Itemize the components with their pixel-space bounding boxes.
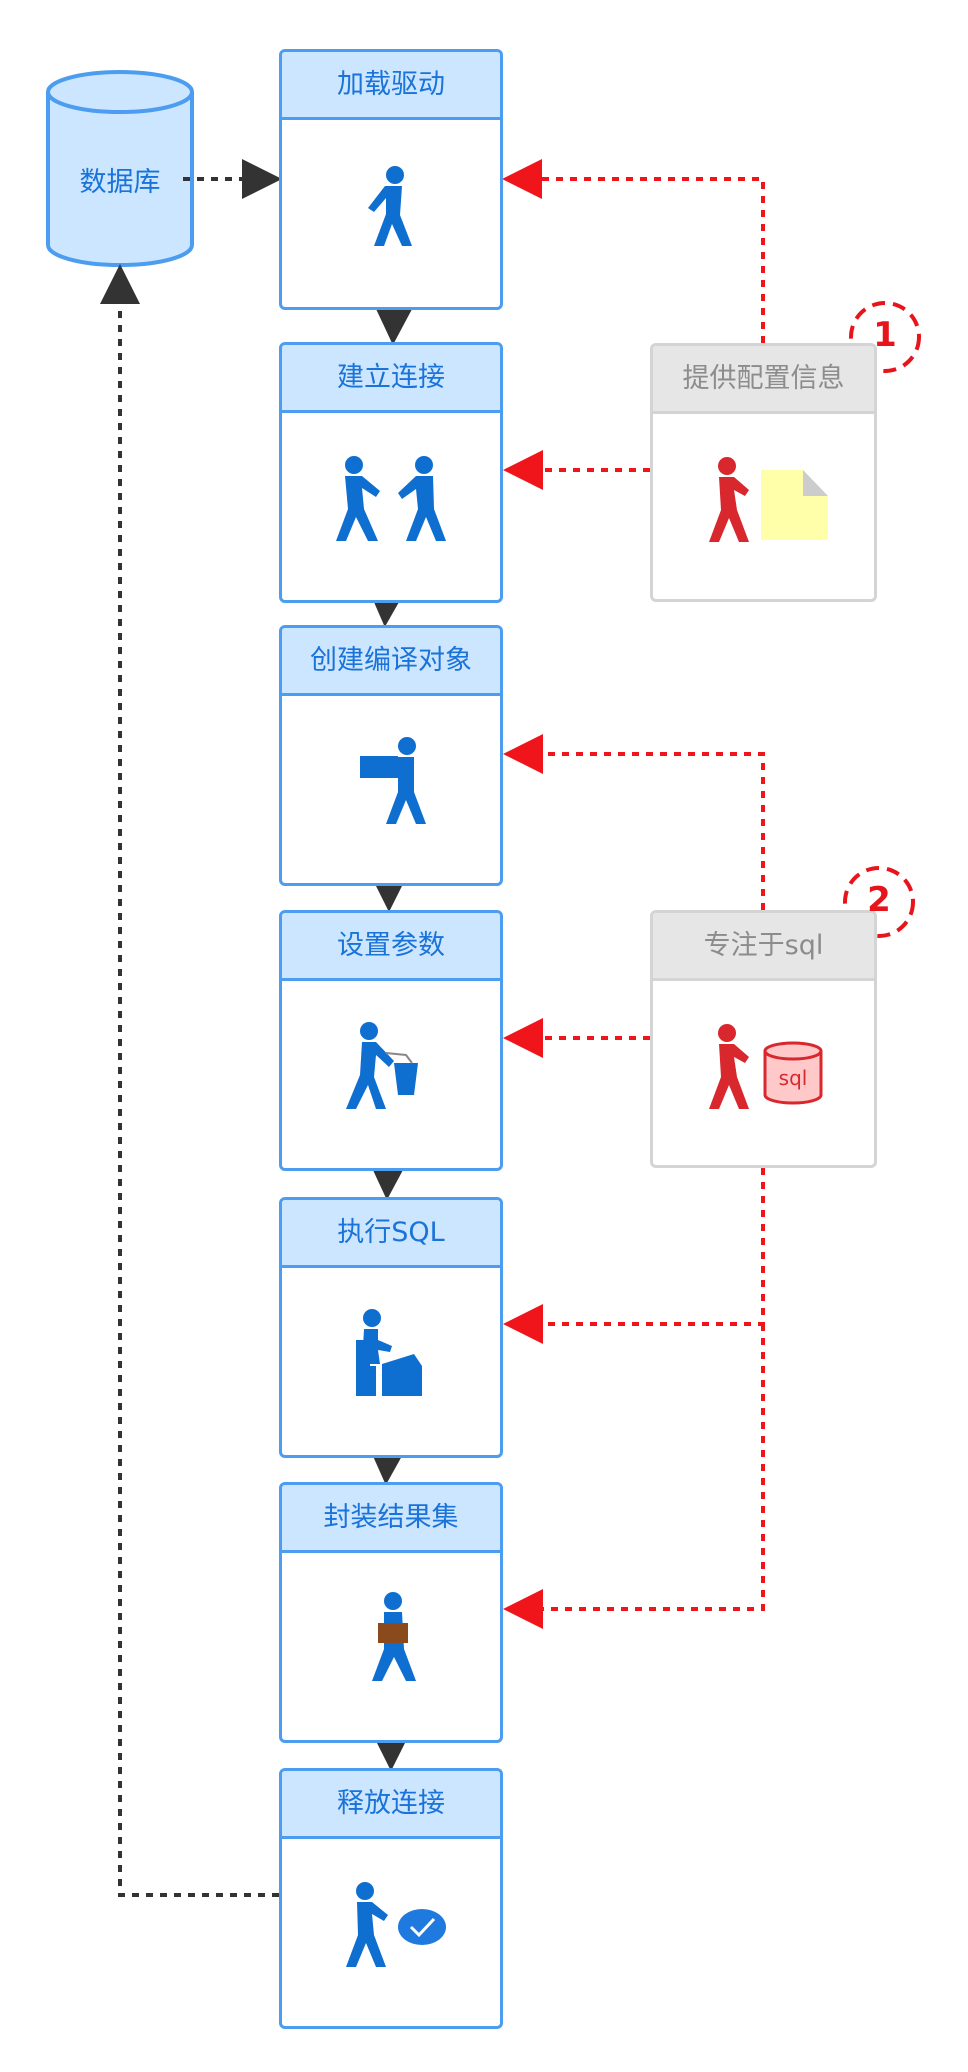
arrow-release-to-db	[100, 264, 279, 1897]
red-person-with-sql-database-icon: sql	[709, 1024, 823, 1109]
marker-number-2: 2	[867, 880, 891, 920]
person-at-desk-icon	[356, 1309, 422, 1396]
side-box-config: 提供配置信息	[650, 343, 877, 602]
red-arrow-sql-to-resultset	[503, 1324, 765, 1629]
step-title: 释放连接	[282, 1771, 500, 1839]
red-arrow-config-to-load-driver	[502, 159, 765, 343]
step-create-statement: 创建编译对象	[279, 625, 503, 886]
person-filling-bin-icon	[346, 1022, 418, 1109]
step-set-parameters: 设置参数	[279, 910, 503, 1171]
step-wrap-resultset: 封装结果集	[279, 1482, 503, 1743]
marker-circle-2	[843, 866, 915, 938]
side-box-sql: 专注于sql sql	[650, 910, 877, 1168]
red-arrow-sql-to-compile	[503, 734, 765, 910]
step-title: 封装结果集	[282, 1485, 500, 1553]
step-release-connection: 释放连接	[279, 1768, 503, 2029]
step-load-driver: 加载驱动	[279, 49, 503, 310]
person-with-checkmark-icon	[346, 1882, 446, 1967]
walking-person-icon	[368, 166, 412, 246]
person-carrying-box-icon	[360, 737, 426, 824]
arrow-step2-to-step3	[366, 549, 407, 627]
step-title: 设置参数	[282, 913, 500, 981]
two-people-meeting-icon	[336, 456, 446, 541]
marker-circle-1	[849, 301, 921, 373]
person-holding-package-icon	[372, 1592, 416, 1681]
step-title: 加载驱动	[282, 52, 500, 120]
marker-number-1: 1	[873, 315, 897, 355]
side-box-title: 专注于sql	[653, 913, 874, 981]
red-person-with-document-icon	[709, 457, 828, 542]
red-arrow-sql-to-execute	[503, 1168, 765, 1344]
step-establish-connection: 建立连接	[279, 342, 503, 603]
side-box-title: 提供配置信息	[653, 346, 874, 414]
database-label: 数据库	[79, 167, 161, 198]
step-title: 执行SQL	[282, 1200, 500, 1268]
step-execute-sql: 执行SQL	[279, 1197, 503, 1458]
step-title: 创建编译对象	[282, 628, 500, 696]
sql-cylinder-label: sql	[779, 1066, 808, 1090]
step-title: 建立连接	[282, 345, 500, 413]
